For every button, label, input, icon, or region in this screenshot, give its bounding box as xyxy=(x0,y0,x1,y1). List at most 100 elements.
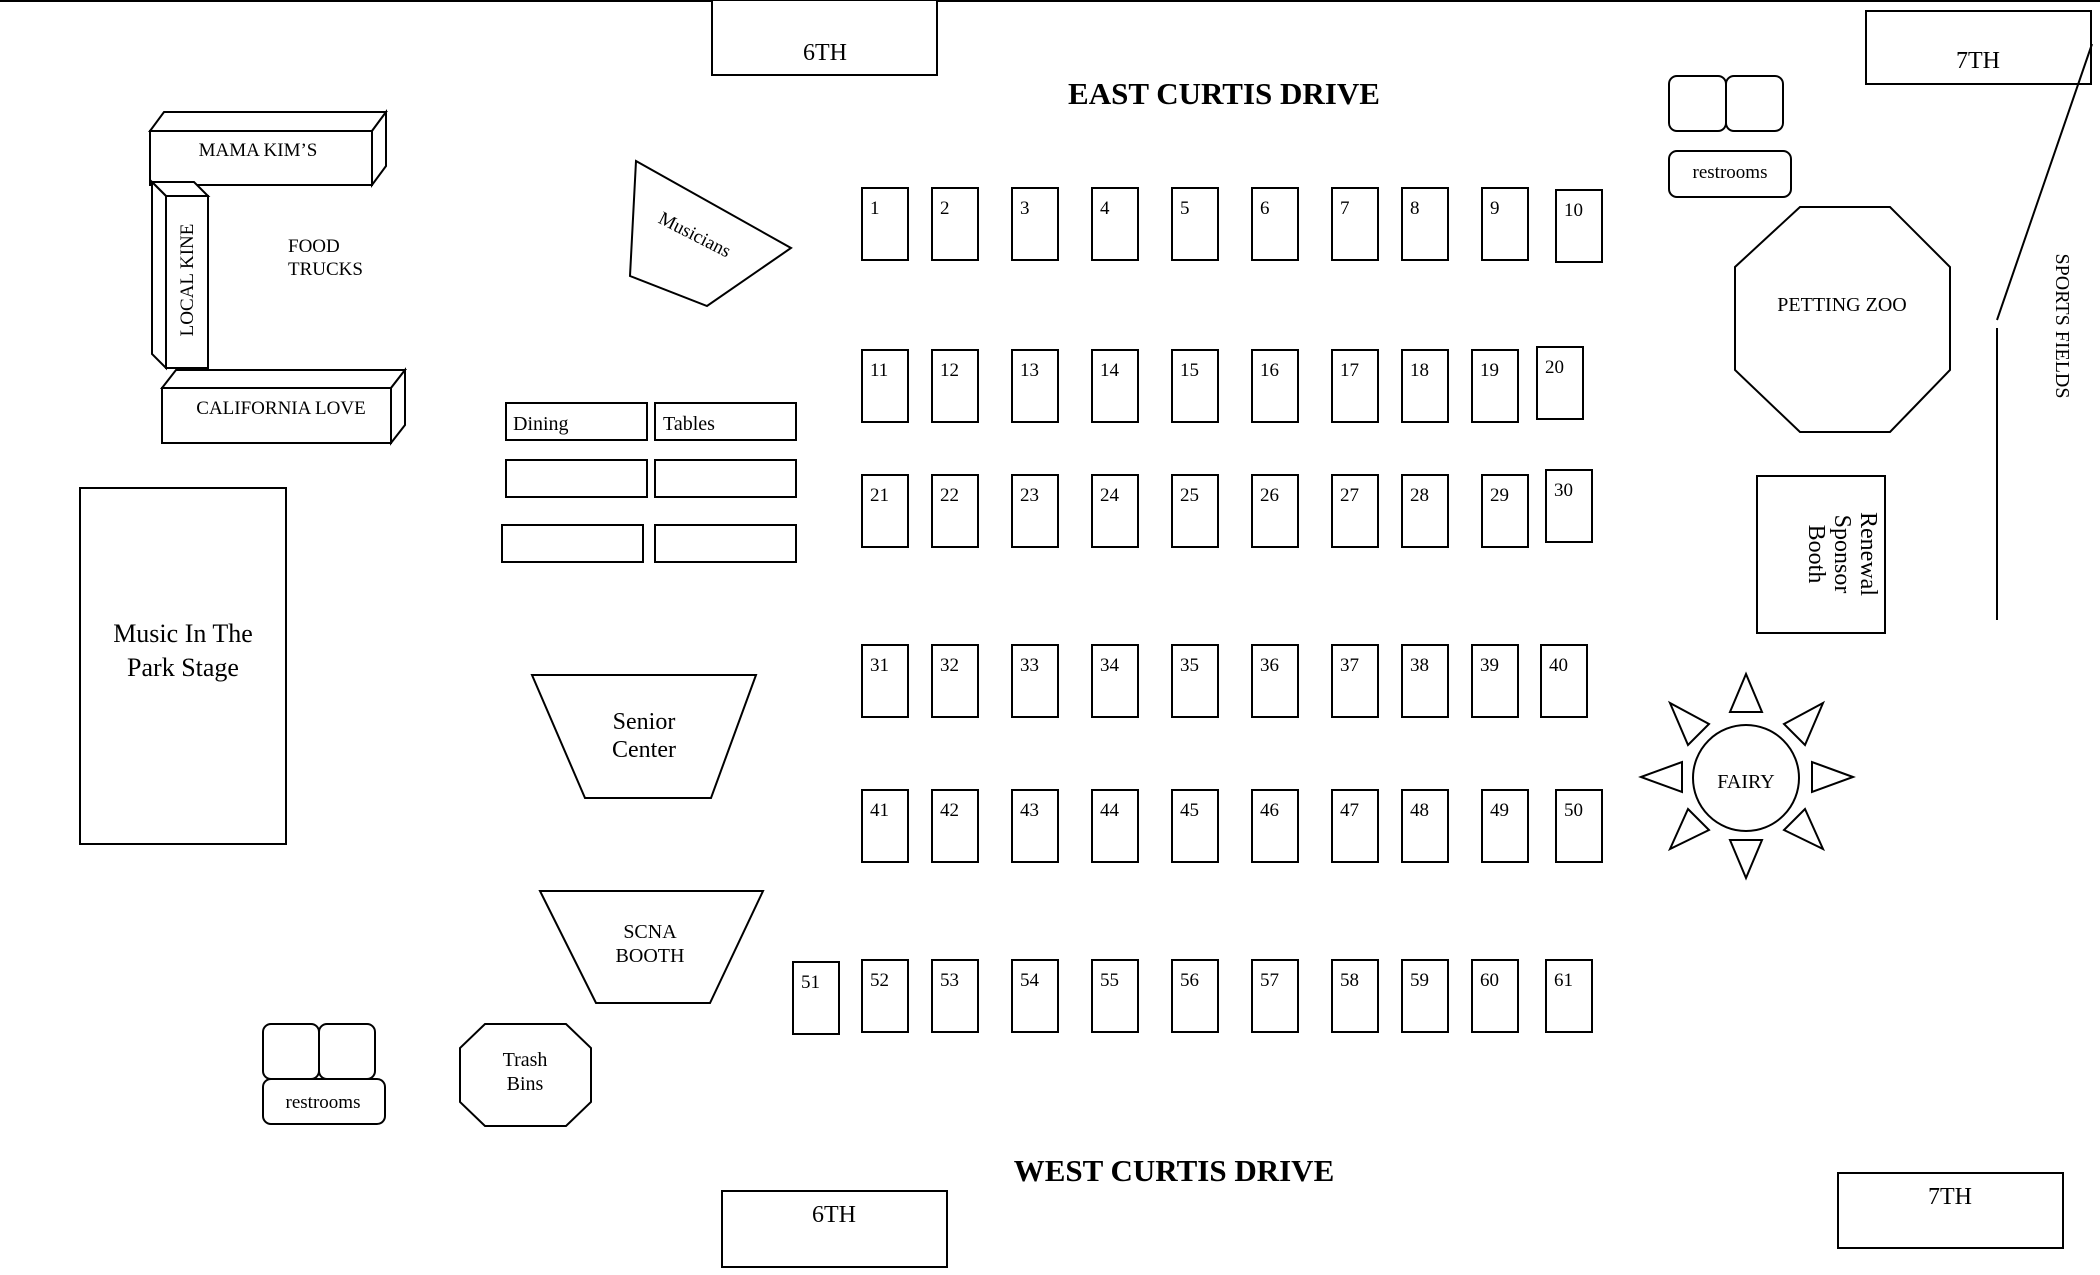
vendor-booth-33 xyxy=(1011,644,1059,718)
vendor-booth-23 xyxy=(1011,474,1059,548)
vendor-booth-24-label: 24 xyxy=(1100,485,1120,506)
vendor-booth-1-label: 1 xyxy=(870,198,880,219)
vendor-booth-31-label: 31 xyxy=(870,655,889,676)
cross-street-7th-top-label: 7TH xyxy=(1956,48,2000,74)
fairy-ray xyxy=(1782,807,1826,852)
vendor-booth-10 xyxy=(1555,189,1603,263)
cross-street-7th-bottom-label: 7TH xyxy=(1928,1184,1972,1210)
vendor-booth-7 xyxy=(1331,187,1379,261)
renewal-label-line1: Renewal xyxy=(1855,512,1881,596)
sports-fields-label: SPORTS FIELDS xyxy=(2051,254,2073,399)
vendor-booth-39 xyxy=(1471,644,1519,718)
vendor-booth-53-label: 53 xyxy=(940,970,959,991)
vendor-booth-26-label: 26 xyxy=(1260,485,1279,506)
scna-booth: SCNA BOOTH xyxy=(538,890,765,1004)
vendor-booth-46 xyxy=(1251,789,1299,863)
vendor-booth-53 xyxy=(931,959,979,1033)
vendor-booth-22-label: 22 xyxy=(940,485,959,506)
dining-table xyxy=(654,402,797,441)
vendor-booth-56-label: 56 xyxy=(1180,970,1199,991)
fairy-ray xyxy=(1728,671,1764,713)
vendor-booth-21 xyxy=(861,474,909,548)
vendor-booth-30-label: 30 xyxy=(1554,480,1573,501)
petting-zoo: PETTING ZOO xyxy=(1734,206,1951,433)
dining-table xyxy=(505,402,648,441)
vendor-booth-16 xyxy=(1251,349,1299,423)
vendor-booth-51 xyxy=(792,961,840,1035)
vendor-booth-31 xyxy=(861,644,909,718)
vendor-booth-43-label: 43 xyxy=(1020,800,1039,821)
senior-center-label-line2: Center xyxy=(612,737,676,763)
vendor-booth-58 xyxy=(1331,959,1379,1033)
vendor-booth-36-label: 36 xyxy=(1260,655,1279,676)
vendor-booth-35-label: 35 xyxy=(1180,655,1199,676)
vendor-booth-2-label: 2 xyxy=(940,198,950,219)
vendor-booth-54 xyxy=(1011,959,1059,1033)
tables-label: Tables xyxy=(663,413,715,435)
cross-street-6th-bottom-label: 6TH xyxy=(812,1202,856,1228)
fairy-ray xyxy=(1667,700,1711,747)
fairy-area: FAIRY xyxy=(1638,671,1856,881)
dining-table xyxy=(654,459,797,498)
vendor-booth-44-label: 44 xyxy=(1100,800,1120,821)
renewal-label-line3: Booth xyxy=(1803,525,1829,584)
vendor-booth-37 xyxy=(1331,644,1379,718)
vendor-booth-61-label: 61 xyxy=(1554,970,1573,991)
vendor-booth-41-label: 41 xyxy=(870,800,889,821)
trash-bins-label-line2: Bins xyxy=(507,1073,544,1095)
food-truck-mama-kims: MAMA KIM’S xyxy=(148,108,388,189)
vendor-booth-8-label: 8 xyxy=(1410,198,1420,219)
diagonal-road-line xyxy=(1996,43,2093,321)
vendor-booth-23-label: 23 xyxy=(1020,485,1039,506)
vendor-booth-2 xyxy=(931,187,979,261)
vendor-booth-59-label: 59 xyxy=(1410,970,1429,991)
vendor-booth-34-label: 34 xyxy=(1100,655,1120,676)
vendor-booth-17-label: 17 xyxy=(1340,360,1359,381)
vendor-booth-42-label: 42 xyxy=(940,800,959,821)
vendor-booth-28-label: 28 xyxy=(1410,485,1429,506)
vendor-booth-40 xyxy=(1540,644,1588,718)
vendor-booth-52 xyxy=(861,959,909,1033)
vendor-booth-27 xyxy=(1331,474,1379,548)
vendor-booth-55-label: 55 xyxy=(1100,970,1119,991)
fairy-ray xyxy=(1728,839,1764,881)
vendor-booth-43 xyxy=(1011,789,1059,863)
vendor-booth-16-label: 16 xyxy=(1260,360,1279,381)
stage-label-line2: Park Stage xyxy=(127,653,239,682)
vendor-booth-56 xyxy=(1171,959,1219,1033)
vendor-booth-6 xyxy=(1251,187,1299,261)
food-trucks-label-line1: FOOD xyxy=(288,236,340,257)
mama-kims-label: MAMA KIM’S xyxy=(199,140,318,161)
vendor-booth-13 xyxy=(1011,349,1059,423)
vendor-booth-6-label: 6 xyxy=(1260,198,1270,219)
cross-street-6th-top: 6TH xyxy=(711,0,938,76)
vendor-booth-45 xyxy=(1171,789,1219,863)
vendor-booth-15-label: 15 xyxy=(1180,360,1199,381)
dining-tables: Dining Tables xyxy=(501,402,797,563)
vendor-booth-45-label: 45 xyxy=(1180,800,1199,821)
vendor-booth-57 xyxy=(1251,959,1299,1033)
vendor-booth-34 xyxy=(1091,644,1139,718)
vendor-booth-47 xyxy=(1331,789,1379,863)
vendor-booth-52-label: 52 xyxy=(870,970,889,991)
vendor-booth-48-label: 48 xyxy=(1410,800,1429,821)
renewal-sponsor-booth: Renewal Sponsor Booth xyxy=(1756,475,1886,634)
vendor-booth-5-label: 5 xyxy=(1180,198,1190,219)
vendor-booth-13-label: 13 xyxy=(1020,360,1039,381)
vendor-booth-14-label: 14 xyxy=(1100,360,1120,381)
local-kine-label: LOCAL KINE xyxy=(177,224,198,337)
restrooms-bottom: restrooms xyxy=(262,1023,386,1125)
cross-street-6th-bottom: 6TH xyxy=(721,1190,948,1268)
fairy-ray xyxy=(1667,807,1711,852)
street-name-north: EAST CURTIS DRIVE xyxy=(1068,76,1380,111)
vendor-booth-18-label: 18 xyxy=(1410,360,1429,381)
dining-label: Dining xyxy=(513,413,569,435)
vendor-booth-12 xyxy=(931,349,979,423)
vendor-booth-49-label: 49 xyxy=(1490,800,1509,821)
trash-bins-label-line1: Trash xyxy=(503,1049,548,1071)
music-stage: Music In The Park Stage xyxy=(79,487,287,845)
vendor-booth-12-label: 12 xyxy=(940,360,959,381)
senior-center: Senior Center xyxy=(530,674,758,799)
vendor-booth-24 xyxy=(1091,474,1139,548)
